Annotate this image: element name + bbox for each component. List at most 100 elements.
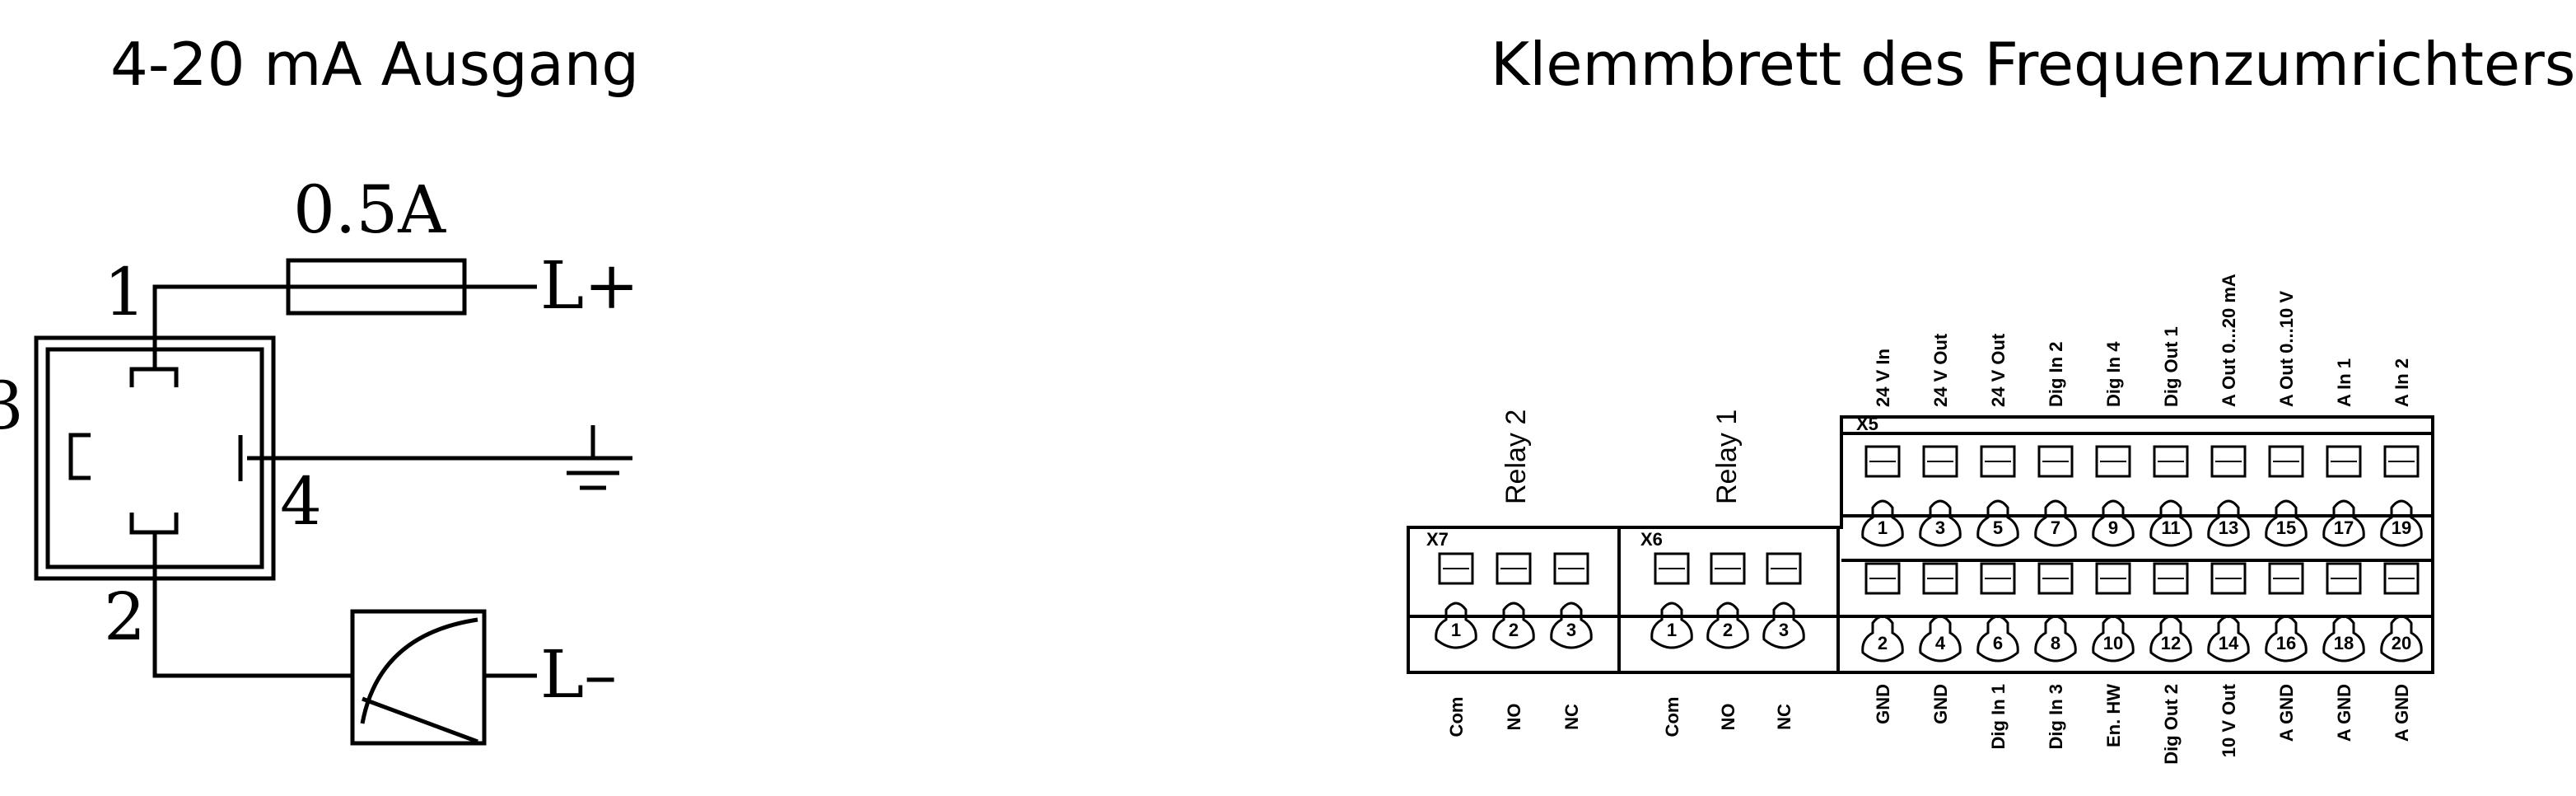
screw-slot bbox=[1710, 552, 1746, 585]
terminal-number: 3 bbox=[1935, 517, 1945, 538]
terminal-number: 2 bbox=[1723, 620, 1733, 640]
clamp-outline bbox=[2092, 499, 2135, 547]
terminal-number: 8 bbox=[2051, 633, 2060, 653]
sensor-labels: 0.5A 1 2 3 4 L+ L– bbox=[0, 171, 639, 713]
wire-terminal-2 bbox=[152, 532, 352, 678]
screw-slot bbox=[1922, 445, 1958, 478]
x5-bottom-function-label: Dig In 3 bbox=[2046, 684, 2066, 749]
clamp-outline bbox=[1919, 499, 1962, 547]
screw-slot bbox=[2037, 562, 2074, 595]
relay-1-label: Relay 1 bbox=[1711, 410, 1743, 504]
x6-function-label: NC bbox=[1774, 704, 1794, 730]
x5-bottom-function-label: A GND bbox=[2392, 684, 2412, 742]
screw-slot bbox=[2095, 445, 2131, 478]
x5-terminal-bottom: 10 bbox=[2092, 562, 2135, 663]
terminal-3-label: 3 bbox=[0, 368, 24, 444]
x5-terminal-top: 17 bbox=[2322, 445, 2365, 547]
x5-top-function-label: 24 V Out bbox=[1930, 333, 1951, 407]
screw-slot bbox=[2326, 445, 2362, 478]
clamp-outline bbox=[1976, 499, 2019, 547]
x6-label: X6 bbox=[1640, 529, 1663, 550]
screw-slot bbox=[1864, 445, 1901, 478]
clamp-outline bbox=[1861, 615, 1904, 663]
x5-terminal-top: 7 bbox=[2034, 445, 2077, 547]
clamp-outline bbox=[2322, 615, 2365, 663]
clamp-outline bbox=[1976, 615, 2019, 663]
x5-terminal-bottom: 6 bbox=[1976, 562, 2019, 663]
x5-terminal-bottom: 20 bbox=[2380, 562, 2423, 663]
x5-bottom-function-label: Dig Out 2 bbox=[2161, 684, 2182, 765]
meter-scale-arc bbox=[360, 617, 478, 724]
l-minus-label: L– bbox=[540, 636, 617, 713]
x5-bottom-function-label: 10 V Out bbox=[2219, 683, 2239, 757]
x5-terminal-top: 5 bbox=[1976, 445, 2019, 547]
screw-slot bbox=[2326, 562, 2362, 595]
clamp-outline bbox=[2034, 499, 2077, 547]
terminal-4-label: 4 bbox=[280, 463, 322, 540]
clamp-outline bbox=[2034, 615, 2077, 663]
terminal-2-label: 2 bbox=[104, 578, 146, 655]
x5-terminal-top: 9 bbox=[2092, 445, 2135, 547]
x7-function-label: Com bbox=[1446, 697, 1467, 737]
screw-slot bbox=[2268, 562, 2304, 595]
clamp-outline bbox=[1492, 602, 1535, 649]
x7-function-label: NO bbox=[1504, 704, 1524, 731]
terminal-number: 1 bbox=[1451, 620, 1461, 640]
fuse-label: 0.5A bbox=[293, 171, 446, 248]
terminals-x6: 1 2 3 bbox=[1650, 552, 1805, 649]
screw-slot bbox=[2268, 445, 2304, 478]
x5-top-function-label: A Out 0...10 V bbox=[2276, 291, 2297, 407]
screw-slot bbox=[1496, 552, 1532, 585]
x5-top-function-label: 24 V Out bbox=[1988, 333, 2009, 407]
screw-slot bbox=[1864, 562, 1901, 595]
terminal-number: 3 bbox=[1779, 620, 1789, 640]
x6-function-label: Com bbox=[1662, 697, 1682, 737]
x5-top-function-label: Dig In 4 bbox=[2103, 341, 2124, 407]
terminal-1-label: 1 bbox=[104, 254, 146, 330]
screw-slot bbox=[2210, 445, 2247, 478]
screw-slot bbox=[1980, 562, 2016, 595]
screw-slot bbox=[2153, 445, 2189, 478]
terminals-x7: 1 2 3 bbox=[1435, 552, 1593, 649]
terminal-2-bracket bbox=[129, 513, 179, 535]
meter-needle bbox=[362, 696, 478, 744]
x5-terminal-top: 19 bbox=[2380, 445, 2423, 547]
terminal-number: 1 bbox=[1667, 620, 1677, 640]
x5-bottom-function-label: A GND bbox=[2276, 684, 2297, 742]
x7-terminal: 3 bbox=[1550, 552, 1593, 649]
clamp-outline bbox=[2149, 499, 2192, 547]
terminal-number: 2 bbox=[1878, 633, 1888, 653]
x5-terminal-bottom: 18 bbox=[2322, 562, 2365, 663]
x5-bottom-function-label: GND bbox=[1873, 684, 1893, 724]
x7-terminal: 1 bbox=[1435, 552, 1477, 649]
terminal-number: 2 bbox=[1509, 620, 1519, 640]
terminal-number: 7 bbox=[2051, 517, 2060, 538]
sensor-schematic bbox=[34, 258, 632, 746]
x6-terminal: 3 bbox=[1762, 552, 1805, 649]
screw-slot bbox=[1922, 562, 1958, 595]
relay-2-label: Relay 2 bbox=[1500, 410, 1532, 504]
clamp-outline bbox=[2265, 499, 2308, 547]
left-diagram-title: 4-20 mA Ausgang bbox=[110, 30, 640, 99]
x5-terminal-bottom: 12 bbox=[2149, 562, 2192, 663]
x5-top-function-label: A In 2 bbox=[2392, 358, 2412, 407]
x5-bottom-function-label: A GND bbox=[2334, 684, 2354, 742]
clamp-outline bbox=[1762, 602, 1805, 649]
x5-terminal-bottom: 16 bbox=[2265, 562, 2308, 663]
x5-terminal-bottom: 14 bbox=[2207, 562, 2250, 663]
terminal-number: 20 bbox=[2392, 633, 2411, 653]
x6-terminal: 1 bbox=[1650, 552, 1693, 649]
x5-terminal-bottom: 2 bbox=[1861, 562, 1904, 663]
board-text: X7 X6 X5 Relay 2 Relay 1 bbox=[1426, 410, 1878, 550]
x5-terminal-top: 1 bbox=[1861, 445, 1904, 547]
clamp-outline bbox=[2380, 499, 2423, 547]
terminal-number: 15 bbox=[2276, 517, 2296, 538]
clamp-outline bbox=[1550, 602, 1593, 649]
x6-terminal: 2 bbox=[1706, 552, 1749, 649]
screw-slot bbox=[1654, 552, 1690, 585]
x5-top-function-label: A In 1 bbox=[2334, 358, 2354, 407]
clamp-outline bbox=[1435, 602, 1477, 649]
board-outline bbox=[1407, 415, 2434, 674]
